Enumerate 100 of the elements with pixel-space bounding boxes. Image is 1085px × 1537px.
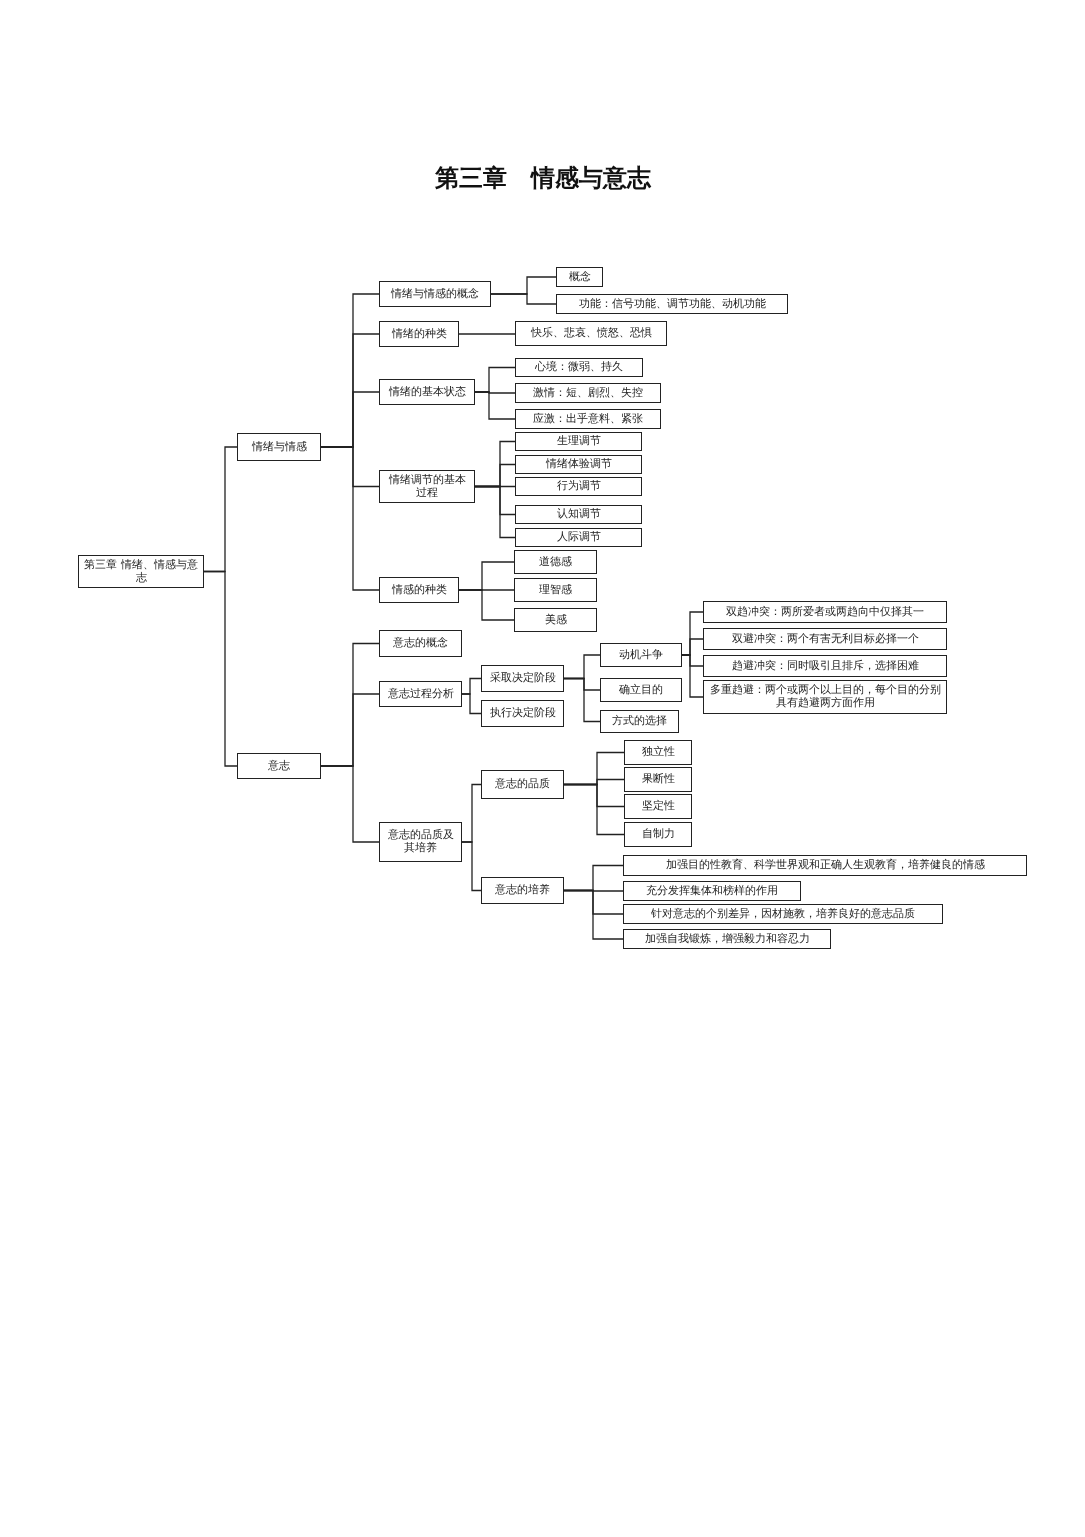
topic-box: [379, 822, 462, 862]
topic-text: 第三章 情绪、情感与意志: [83, 558, 199, 585]
topic-text: 意志的品质及其培养: [386, 829, 455, 855]
topic-text: 采取决定阶段: [489, 672, 556, 685]
topic-box: [237, 433, 321, 461]
topic-box: [515, 505, 642, 524]
topic-box: [515, 383, 661, 403]
connector-line: [458, 589, 515, 621]
topic-text: 情绪与情感的概念: [391, 287, 479, 301]
topic-box: [600, 678, 682, 702]
topic-text: 情绪的种类: [391, 327, 447, 341]
connector-line: [203, 570, 238, 767]
topic-text: 应激：出乎意料、紧张: [533, 412, 643, 426]
topic-box: [379, 630, 462, 657]
topic-text: 情绪体验调节: [545, 458, 612, 471]
topic-box: [514, 608, 597, 632]
topic-text: 情感的种类: [391, 583, 447, 597]
topic-box: [515, 528, 642, 547]
topic-box: [703, 601, 947, 623]
topic-box: [623, 929, 831, 949]
topic-box: [515, 321, 667, 346]
topic-box: [379, 321, 459, 347]
topic-box: [624, 794, 692, 819]
topic-box: [624, 822, 692, 847]
topic-text: 激情：短、剧烈、失控: [533, 386, 643, 400]
topic-text: 意志的品质: [495, 778, 550, 791]
topic-box: [379, 577, 459, 603]
connector-line: [681, 654, 704, 698]
topic-box: [379, 379, 475, 405]
topic-text: 自制力: [641, 828, 675, 841]
topic-box: [515, 358, 643, 377]
topic-box: [703, 655, 947, 677]
topic-box: [600, 643, 682, 667]
title: 第三章 情感与意志: [433, 163, 652, 194]
topic-box: [515, 455, 642, 474]
topic-box: [514, 550, 597, 574]
topic-box: [237, 753, 321, 779]
topic-text: 动机斗争: [619, 648, 663, 662]
topic-box: [556, 294, 788, 314]
topic-text: 意志的概念: [393, 637, 448, 650]
topic-text: 心境：微弱、持久: [535, 361, 623, 374]
topic-text: 情绪调节的基本过程: [387, 473, 467, 500]
topic-box: [556, 267, 603, 287]
topic-text: 加强自我锻炼，增强毅力和容忍力: [644, 932, 810, 946]
connector-line: [474, 485, 516, 539]
topic-text: 方式的选择: [612, 715, 667, 728]
topic-text: 道德感: [539, 555, 572, 569]
connector-line: [563, 783, 625, 836]
topic-box: [379, 681, 462, 707]
topic-box: [481, 700, 564, 727]
topic-text: 趋避冲突：同时吸引且排斥，选择困难: [731, 659, 919, 673]
topic-box: [703, 628, 947, 650]
topic-text: 双避冲突：两个有害无利目标必择一个: [731, 632, 919, 646]
topic-text: 情绪的基本状态: [388, 385, 466, 399]
topic-text: 生理调节: [556, 435, 601, 448]
topic-box: [379, 281, 491, 307]
connector-line: [461, 693, 482, 715]
topic-text: 理智感: [539, 583, 572, 597]
topic-box: [623, 855, 1027, 876]
topic-text: 行为调节: [556, 480, 601, 493]
topic-text: 概念: [568, 270, 591, 284]
topic-text: 意志过程分析: [387, 687, 454, 701]
topic-box: [514, 578, 597, 602]
topic-box: [379, 470, 475, 503]
connector-line: [320, 446, 380, 591]
topic-box: [481, 770, 564, 799]
connector-line: [490, 293, 557, 305]
topic-box: [481, 665, 564, 692]
topic-box: [515, 477, 642, 496]
topic-text: 充分发挥集体和榜样的作用: [646, 884, 778, 898]
topic-text: 意志: [268, 759, 290, 773]
topic-text: 快乐、悲哀、愤怒、恐惧: [530, 327, 652, 340]
topic-text: 意志的培养: [495, 884, 550, 897]
topic-text: 果断性: [641, 773, 675, 786]
topic-text: 人际调节: [556, 531, 601, 544]
topic-text: 执行决定阶段: [489, 707, 556, 720]
topic-box: [624, 767, 692, 792]
topic-text: 功能：信号功能、调节功能、动机功能: [578, 297, 766, 311]
connector-line: [563, 677, 601, 723]
topic-text: 美感: [544, 613, 567, 627]
connector-line: [474, 391, 516, 420]
topic-text: 多重趋避：两个或两个以上目的，每个目的分别具有趋避两方面作用: [708, 684, 942, 710]
topic-text: 确立目的: [619, 683, 663, 697]
topic-box: [515, 409, 661, 429]
topic-box: [623, 881, 801, 901]
topic-text: 认知调节: [556, 508, 601, 521]
topic-box: [600, 710, 679, 733]
topic-box: [481, 877, 564, 904]
topic-box: [624, 740, 692, 765]
connector-line: [320, 765, 380, 843]
connector-line: [458, 333, 516, 335]
connector-line: [563, 889, 624, 940]
topic-text: 坚定性: [641, 800, 675, 813]
topic-text: 情绪与情感: [251, 440, 307, 454]
topic-text: 双趋冲突：两所爱者或两趋向中仅择其一: [726, 605, 924, 619]
topic-box: [515, 432, 642, 451]
topic-box: [623, 904, 943, 924]
topic-text: 独立性: [641, 746, 675, 759]
topic-text: 加强目的性教育、科学世界观和正确人生观教育，培养健良的情感: [665, 859, 985, 872]
connector-line: [461, 841, 482, 892]
